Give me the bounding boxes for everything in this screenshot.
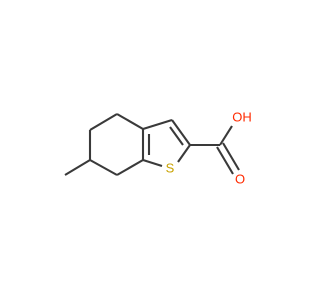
bond-c7-c7a — [116, 159, 144, 176]
bond-carboxyl-o-2 — [222, 142, 240, 171]
bond-c3-c2 — [171, 119, 191, 146]
bond-c4-c5 — [89, 113, 118, 131]
bond-carboxyl-oh — [219, 125, 233, 146]
bond-c3-c2-inner — [169, 126, 184, 146]
bond-c2-s1 — [177, 144, 191, 163]
bond-carboxyl-o-1 — [216, 146, 234, 175]
bond-c3a-c3 — [142, 118, 173, 131]
bond-c6-methyl — [64, 159, 91, 176]
bond-s1-c7a — [142, 158, 163, 168]
bond-c3a-c4 — [116, 113, 144, 130]
sulfur-atom-label: S — [166, 160, 175, 175]
bond-skeleton — [64, 113, 240, 176]
molecule-structure: S OH O — [64, 109, 252, 186]
hydroxyl-label: OH — [232, 109, 252, 124]
carbonyl-oxygen-label: O — [235, 171, 245, 186]
bond-c6-c7 — [89, 159, 118, 176]
